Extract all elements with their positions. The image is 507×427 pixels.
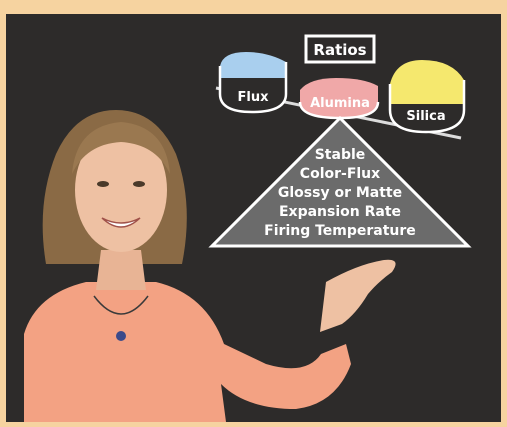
hair-fringe xyxy=(72,122,170,174)
open-hand xyxy=(320,259,396,332)
fulcrum-triangle xyxy=(208,115,472,248)
photo-scene: Ratios Flux Alumina Sil xyxy=(6,14,501,422)
property-stable: Stable xyxy=(315,147,366,163)
face xyxy=(75,128,167,252)
smile xyxy=(101,217,141,228)
ratios-diagram: Ratios Flux Alumina Sil xyxy=(24,34,472,422)
alumina-bowl: Alumina xyxy=(298,78,380,120)
alumina-label: Alumina xyxy=(310,96,370,111)
property-color-flux: Color-Flux xyxy=(300,166,380,182)
necklace-pendant xyxy=(116,331,126,341)
property-firing-temperature: Firing Temperature xyxy=(264,223,416,239)
flux-bowl: Flux xyxy=(218,52,288,114)
flux-label: Flux xyxy=(238,90,270,105)
property-expansion-rate: Expansion Rate xyxy=(279,204,401,220)
presenter-figure xyxy=(24,110,396,422)
right-eye xyxy=(133,181,145,187)
necklace xyxy=(93,295,149,315)
ratios-title-box: Ratios xyxy=(304,34,376,64)
property-glossy-matte: Glossy or Matte xyxy=(278,185,402,201)
neck xyxy=(96,250,146,290)
silica-bowl: Silica xyxy=(388,60,466,134)
ratios-title: Ratios xyxy=(313,41,366,59)
sweater xyxy=(24,282,351,422)
properties-list: Stable Color-Flux Glossy or Matte Expans… xyxy=(264,147,416,239)
silica-label: Silica xyxy=(406,109,445,124)
left-eye xyxy=(97,181,109,187)
